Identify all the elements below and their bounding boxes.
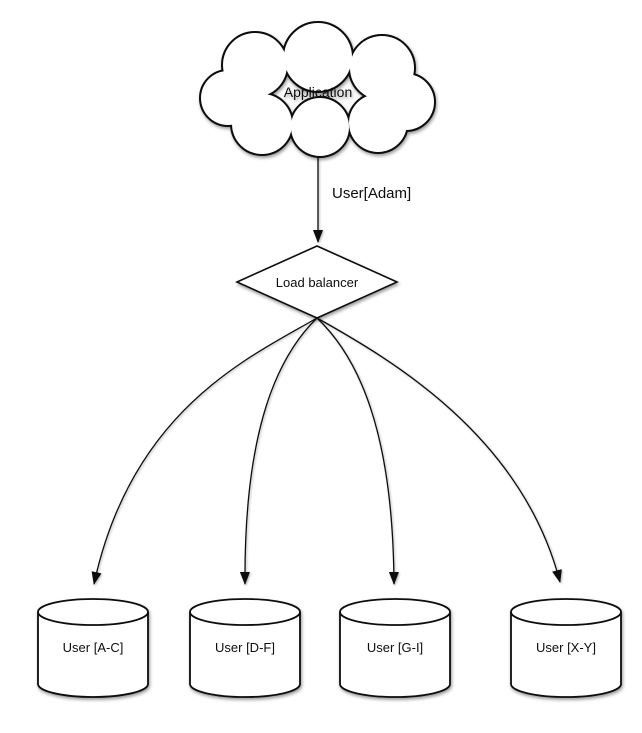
db-cylinder-shard-3: User [X-Y] [510, 598, 622, 698]
cylinder-top-icon [189, 598, 301, 626]
diamond-icon [235, 245, 399, 319]
application-label: Application [284, 84, 353, 100]
edge-loadbalancer-to-shard-g-i [316, 317, 399, 585]
db-cylinder-shard-0: User [A-C] [37, 598, 149, 698]
shard-nodes: User [A-C] User [D-F] User [G-I] User [X… [37, 598, 622, 698]
application-cloud-node: Application [199, 21, 436, 158]
cylinder-body-icon [37, 612, 149, 698]
shard-label: User [G-I] [367, 640, 423, 655]
shard-label: User [D-F] [215, 640, 275, 655]
edge-loadbalancer-to-shard-x-y [316, 317, 562, 583]
request-edge-label: User[Adam] [332, 185, 411, 202]
db-cylinder-shard-2: User [G-I] [339, 598, 451, 698]
db-cylinder-shard-1: User [D-F] [189, 598, 301, 698]
cylinder-body-icon [189, 612, 301, 698]
shard-label: User [A-C] [63, 640, 124, 655]
edge-loadbalancer-to-shard-a-c [91, 317, 318, 585]
connectors [91, 152, 562, 585]
cylinder-top-icon [37, 598, 149, 626]
cylinder-body-icon [510, 612, 622, 698]
cylinder-top-icon [339, 598, 451, 626]
shard-label: User [X-Y] [536, 640, 596, 655]
cylinder-top-icon [510, 598, 622, 626]
load-balancer-node: Load balancer [235, 245, 399, 319]
load-balancer-label: Load balancer [276, 275, 359, 290]
edge-loadbalancer-to-shard-d-f [239, 317, 318, 585]
cylinder-body-icon [339, 612, 451, 698]
